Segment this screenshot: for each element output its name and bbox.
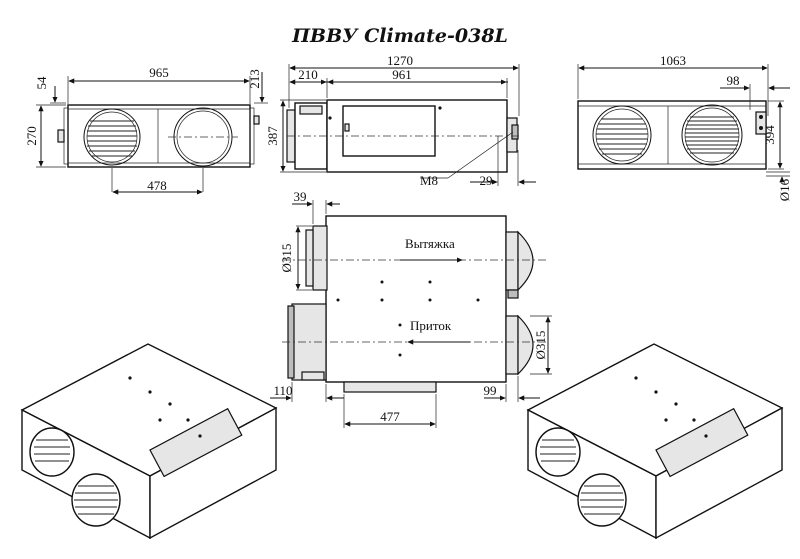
back-right-grille-icon [681, 104, 743, 166]
back-view: 1063 98 394 Ø16 [577, 53, 792, 201]
label-m8: M8 [420, 173, 438, 188]
dim-270: 270 [24, 126, 39, 146]
top-view: Вытяжка Приток 39 Ø315 Ø315 110 99 [270, 189, 552, 428]
dim-110: 110 [273, 383, 292, 398]
front-right-opening-icon [168, 107, 238, 167]
dim-29: 29 [480, 173, 493, 188]
dim-54: 54 [34, 76, 49, 90]
dim-478: 478 [147, 178, 167, 193]
label-exhaust: Вытяжка [405, 236, 455, 251]
isometric-view-right [526, 343, 784, 540]
back-left-grille-icon [592, 105, 652, 165]
dim-965: 965 [149, 65, 169, 80]
iso-right-grille-lower-icon [577, 473, 627, 527]
iso-right-grille-upper-icon [535, 427, 581, 477]
dim-o16: Ø16 [777, 178, 792, 201]
dim-210: 210 [298, 67, 318, 82]
dim-99: 99 [484, 383, 497, 398]
dim-1270: 1270 [387, 53, 413, 68]
iso-left-grille-lower-icon [71, 473, 121, 527]
dim-1063: 1063 [660, 53, 686, 68]
dim-98: 98 [727, 73, 740, 88]
dim-477: 477 [380, 409, 400, 424]
front-view: 965 270 54 213 478 [24, 65, 268, 195]
side-view: 1270 210 961 387 M8 29 [265, 53, 536, 188]
iso-left-grille-upper-icon [29, 427, 75, 477]
dim-o315-bottom: Ø315 [533, 331, 548, 360]
dim-213: 213 [247, 69, 262, 89]
dim-961: 961 [392, 67, 412, 82]
label-supply: Приток [410, 318, 452, 333]
isometric-view-left [20, 343, 278, 540]
drawing-title: ПВВУ Climate-038L [291, 25, 508, 47]
dim-394: 394 [762, 125, 777, 145]
dim-39: 39 [294, 189, 307, 204]
dim-o315-top: Ø315 [279, 244, 294, 273]
dim-387: 387 [265, 126, 280, 146]
front-left-grille-icon [83, 108, 141, 166]
